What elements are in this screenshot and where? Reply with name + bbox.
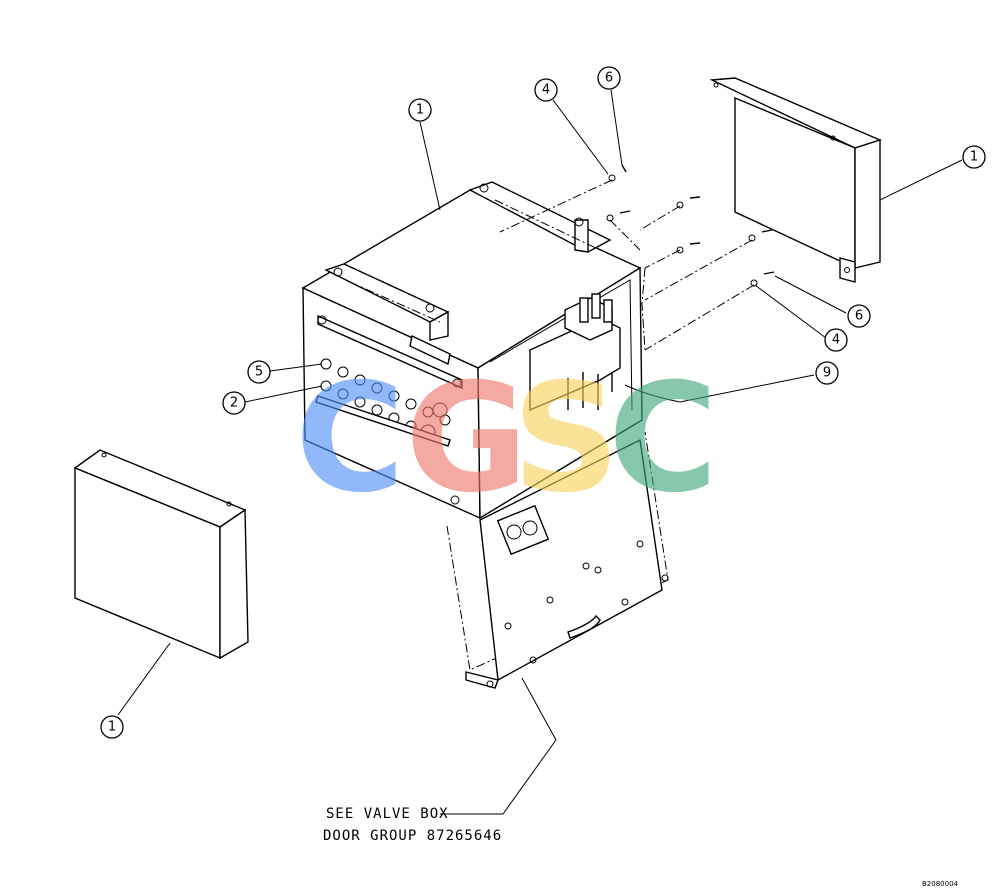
bottom-left-cover (73, 449, 249, 660)
svg-text:1: 1 (108, 720, 116, 735)
callout-6-top: 6 (597, 66, 621, 90)
top-right-cover (709, 77, 883, 283)
watermark-letter-c2: C (608, 352, 718, 526)
note-line-2: DOOR GROUP 87265646 (323, 828, 502, 844)
svg-text:9: 9 (823, 366, 831, 381)
svg-text:2: 2 (230, 396, 238, 411)
callout-1-top: 1 (408, 98, 432, 122)
callout-5: 5 (247, 360, 271, 384)
watermark-letter-s: S (512, 352, 620, 526)
svg-text:1: 1 (416, 103, 424, 118)
svg-text:6: 6 (855, 309, 863, 324)
callout-4-top: 4 (534, 78, 558, 102)
svg-text:4: 4 (542, 83, 550, 98)
callout-2: 2 (222, 391, 246, 415)
callout-1-right: 1 (962, 145, 986, 169)
svg-text:4: 4 (832, 333, 840, 348)
valve-manifold (529, 293, 621, 412)
callout-9: 9 (815, 361, 839, 385)
watermark-letter-g: G (405, 352, 528, 526)
drawing-code: B2080004 (922, 880, 959, 888)
svg-text:6: 6 (605, 71, 613, 86)
cgsc-watermark: C G S C (295, 352, 718, 526)
callout-1-bottom: 1 (100, 715, 124, 739)
callout-6-right: 6 (847, 304, 871, 328)
watermark-letter-c1: C (295, 352, 405, 526)
callout-leaders (117, 89, 963, 815)
note-line-1: SEE VALVE BOX (326, 806, 449, 822)
fastener-bolts (499, 164, 775, 351)
svg-text:1: 1 (970, 150, 978, 165)
valve-box-door (465, 438, 669, 689)
door-group-note: SEE VALVE BOX DOOR GROUP 87265646 (323, 806, 502, 844)
callout-4-right: 4 (824, 328, 848, 352)
svg-text:5: 5 (255, 365, 263, 380)
